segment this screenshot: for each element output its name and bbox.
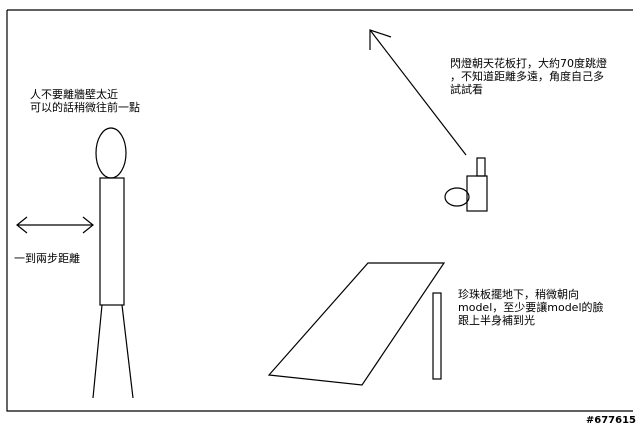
stick-figure-icon [92, 127, 134, 399]
reflector-note: 珍珠板擺地下，稍微朝向 model，至少要讓model的臉 跟上半身補到光 [458, 288, 604, 327]
flash-direction-arrow-icon [369, 29, 467, 156]
reflector-note-line-1: 珍珠板擺地下，稍微朝向 [458, 288, 579, 301]
person-note: 人不要離牆壁太近 可以的話稍微往前一點 [30, 88, 140, 114]
standing-board-icon [432, 292, 442, 380]
flash-note-line-3: 試試看 [450, 83, 483, 96]
camera-flash-icon [444, 157, 488, 212]
distance-note: 一到兩步距離 [14, 252, 80, 265]
distance-arrow-icon [16, 216, 94, 234]
flash-note-line-2: ，不知道距離多遠，角度自己多 [450, 70, 604, 83]
watermark-id: #677615 [585, 415, 636, 426]
person-note-line-2: 可以的話稍微往前一點 [30, 101, 140, 114]
reflector-note-line-2: model，至少要讓model的臉 [458, 301, 604, 314]
room-border [6, 10, 633, 412]
reflector-panel-icon [267, 262, 446, 386]
flash-note: 閃燈朝天花板打，大約70度跳燈 ，不知道距離多遠，角度自己多 試試看 [450, 57, 607, 96]
flash-note-line-1: 閃燈朝天花板打，大約70度跳燈 [450, 57, 607, 70]
distance-note-text: 一到兩步距離 [14, 252, 80, 265]
reflector-note-line-3: 跟上半身補到光 [458, 314, 535, 327]
person-note-line-1: 人不要離牆壁太近 [30, 88, 118, 101]
